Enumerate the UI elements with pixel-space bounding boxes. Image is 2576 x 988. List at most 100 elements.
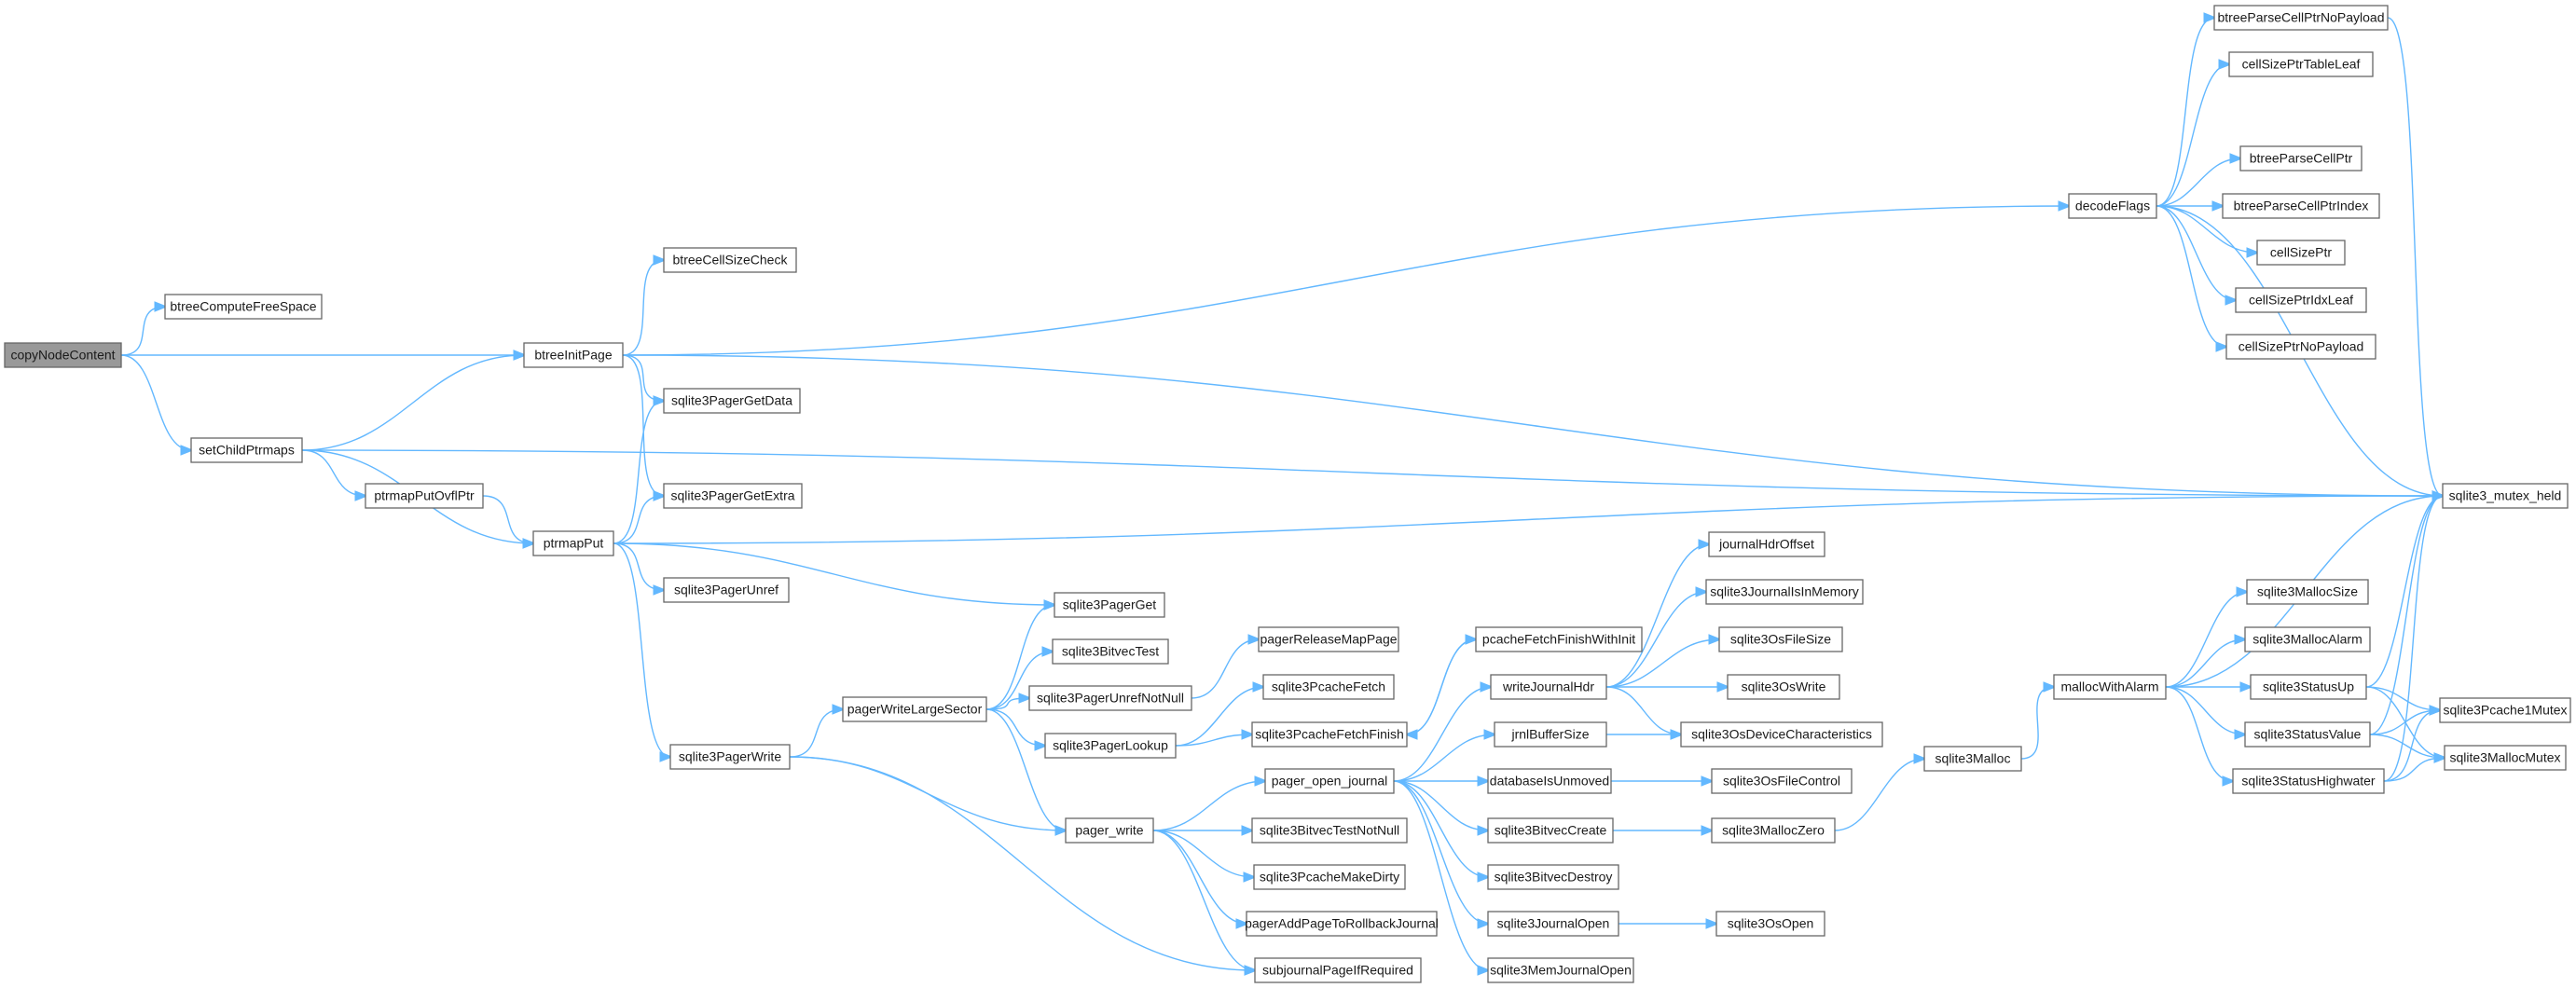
- node-sqlite3MallocMutex[interactable]: sqlite3MallocMutex: [2444, 745, 2567, 771]
- node-sqlite3Pcache1Mutex[interactable]: sqlite3Pcache1Mutex: [2439, 697, 2571, 723]
- node-box[interactable]: [1052, 638, 1169, 665]
- node-btreeParseCellPtr[interactable]: btreeParseCellPtr: [2239, 145, 2362, 172]
- node-btreeParseCellPtrIndex[interactable]: btreeParseCellPtrIndex: [2222, 193, 2380, 219]
- node-box[interactable]: [532, 530, 614, 556]
- node-box[interactable]: [1258, 626, 1399, 652]
- node-box[interactable]: [2228, 51, 2374, 77]
- node-sqlite3PagerLookup[interactable]: sqlite3PagerLookup: [1044, 733, 1177, 759]
- node-pagerWriteLargeSector[interactable]: pagerWriteLargeSector: [842, 696, 987, 722]
- node-box[interactable]: [1475, 626, 1643, 652]
- node-box[interactable]: [2225, 334, 2376, 360]
- node-box[interactable]: [842, 696, 987, 722]
- node-box[interactable]: [1487, 817, 1614, 844]
- node-sqlite3PagerGetData[interactable]: sqlite3PagerGetData: [663, 388, 801, 414]
- node-box[interactable]: [2213, 5, 2389, 31]
- node-box[interactable]: [1711, 817, 1836, 844]
- node-box[interactable]: [1705, 579, 1864, 605]
- node-box[interactable]: [523, 342, 624, 368]
- node-btreeInitPage[interactable]: btreeInitPage: [523, 342, 624, 368]
- node-ptrmapPutOvflPtr[interactable]: ptrmapPutOvflPtr: [365, 483, 484, 509]
- node-sqlite3Malloc[interactable]: sqlite3Malloc: [1923, 746, 2022, 772]
- node-sqlite3PcacheFetchFinish[interactable]: sqlite3PcacheFetchFinish: [1251, 721, 1408, 748]
- node-sqlite3PagerGetExtra[interactable]: sqlite3PagerGetExtra: [663, 483, 803, 509]
- node-jrnlBufferSize[interactable]: jrnlBufferSize: [1494, 721, 1607, 748]
- node-sqlite3PcacheFetch[interactable]: sqlite3PcacheFetch: [1262, 674, 1395, 700]
- node-box[interactable]: [1487, 768, 1612, 794]
- node-box[interactable]: [365, 483, 484, 509]
- node-box[interactable]: [1251, 721, 1408, 748]
- node-cellSizePtrIdxLeaf[interactable]: cellSizePtrIdxLeaf: [2235, 287, 2367, 313]
- node-subjournalPageIfRequired[interactable]: subjournalPageIfRequired: [1254, 957, 1422, 983]
- node-sqlite3BitvecDestroy[interactable]: sqlite3BitvecDestroy: [1487, 864, 1619, 890]
- node-box[interactable]: [1494, 721, 1607, 748]
- node-box[interactable]: [1044, 733, 1177, 759]
- node-box[interactable]: [2444, 745, 2567, 771]
- node-box[interactable]: [1054, 592, 1165, 618]
- node-pagerAddPageToRollbackJournal[interactable]: pagerAddPageToRollbackJournal: [1245, 911, 1439, 937]
- node-sqlite3BitvecTest[interactable]: sqlite3BitvecTest: [1052, 638, 1169, 665]
- node-sqlite3MallocSize[interactable]: sqlite3MallocSize: [2246, 579, 2369, 605]
- node-sqlite3OsFileControl[interactable]: sqlite3OsFileControl: [1711, 768, 1853, 794]
- node-sqlite3OsWrite[interactable]: sqlite3OsWrite: [1727, 674, 1840, 700]
- node-box[interactable]: [2053, 674, 2167, 700]
- node-box[interactable]: [1487, 911, 1619, 937]
- node-box[interactable]: [2235, 287, 2367, 313]
- node-pager_open_journal[interactable]: pager_open_journal: [1264, 768, 1395, 794]
- node-sqlite3PagerGet[interactable]: sqlite3PagerGet: [1054, 592, 1165, 618]
- node-sqlite3PcacheMakeDirty[interactable]: sqlite3PcacheMakeDirty: [1253, 864, 1406, 890]
- node-pcacheFetchFinishWithInit[interactable]: pcacheFetchFinishWithInit: [1475, 626, 1643, 652]
- node-box[interactable]: [1490, 674, 1607, 700]
- node-box[interactable]: [1065, 817, 1154, 844]
- node-box[interactable]: [1253, 864, 1406, 890]
- node-sqlite3StatusValue[interactable]: sqlite3StatusValue: [2244, 721, 2371, 748]
- node-sqlite3StatusHighwater[interactable]: sqlite3StatusHighwater: [2232, 768, 2385, 794]
- node-writeJournalHdr[interactable]: writeJournalHdr: [1490, 674, 1607, 700]
- node-decodeFlags[interactable]: decodeFlags: [2068, 193, 2157, 219]
- node-box[interactable]: [669, 744, 791, 770]
- node-sqlite3PagerWrite[interactable]: sqlite3PagerWrite: [669, 744, 791, 770]
- node-box[interactable]: [2068, 193, 2157, 219]
- node-box[interactable]: [1262, 674, 1395, 700]
- node-sqlite3JournalIsInMemory[interactable]: sqlite3JournalIsInMemory: [1705, 579, 1864, 605]
- node-box[interactable]: [1923, 746, 2022, 772]
- node-sqlite3_mutex_held[interactable]: sqlite3_mutex_held: [2442, 483, 2569, 509]
- node-box[interactable]: [1487, 864, 1619, 890]
- node-sqlite3MallocZero[interactable]: sqlite3MallocZero: [1711, 817, 1836, 844]
- node-sqlite3PagerUnrefNotNull[interactable]: sqlite3PagerUnrefNotNull: [1028, 685, 1192, 711]
- node-mallocWithAlarm[interactable]: mallocWithAlarm: [2053, 674, 2167, 700]
- node-box[interactable]: [2222, 193, 2380, 219]
- node-box[interactable]: [1028, 685, 1192, 711]
- node-box[interactable]: [2246, 579, 2369, 605]
- node-box[interactable]: [1680, 721, 1883, 748]
- node-btreeComputeFreeSpace[interactable]: btreeComputeFreeSpace: [164, 294, 323, 320]
- node-box[interactable]: [1711, 768, 1853, 794]
- node-box[interactable]: [1254, 957, 1422, 983]
- node-box[interactable]: [1708, 531, 1825, 557]
- node-box[interactable]: [1727, 674, 1840, 700]
- node-box[interactable]: [663, 577, 790, 603]
- node-btreeParseCellPtrNoPayload[interactable]: btreeParseCellPtrNoPayload: [2213, 5, 2389, 31]
- node-box[interactable]: [663, 388, 801, 414]
- node-databaseIsUnmoved[interactable]: databaseIsUnmoved: [1487, 768, 1612, 794]
- node-btreeCellSizeCheck[interactable]: btreeCellSizeCheck: [663, 247, 797, 273]
- node-pagerReleaseMapPage[interactable]: pagerReleaseMapPage: [1258, 626, 1399, 652]
- node-box[interactable]: [2439, 697, 2571, 723]
- node-pager_write[interactable]: pager_write: [1065, 817, 1154, 844]
- node-box[interactable]: [2239, 145, 2362, 172]
- node-box[interactable]: [2442, 483, 2569, 509]
- node-box[interactable]: [663, 247, 797, 273]
- node-box[interactable]: [2244, 721, 2371, 748]
- node-cellSizePtrTableLeaf[interactable]: cellSizePtrTableLeaf: [2228, 51, 2374, 77]
- node-sqlite3OsOpen[interactable]: sqlite3OsOpen: [1715, 911, 1825, 937]
- node-sqlite3JournalOpen[interactable]: sqlite3JournalOpen: [1487, 911, 1619, 937]
- node-box[interactable]: [1251, 817, 1408, 844]
- node-box[interactable]: [164, 294, 323, 320]
- node-sqlite3OsDeviceCharacteristics[interactable]: sqlite3OsDeviceCharacteristics: [1680, 721, 1883, 748]
- node-box[interactable]: [663, 483, 803, 509]
- node-ptrmapPut[interactable]: ptrmapPut: [532, 530, 614, 556]
- node-journalHdrOffset[interactable]: journalHdrOffset: [1708, 531, 1825, 557]
- node-box[interactable]: [1487, 957, 1634, 983]
- node-sqlite3MemJournalOpen[interactable]: sqlite3MemJournalOpen: [1487, 957, 1634, 983]
- node-sqlite3OsFileSize[interactable]: sqlite3OsFileSize: [1718, 626, 1843, 652]
- node-cellSizePtrNoPayload[interactable]: cellSizePtrNoPayload: [2225, 334, 2376, 360]
